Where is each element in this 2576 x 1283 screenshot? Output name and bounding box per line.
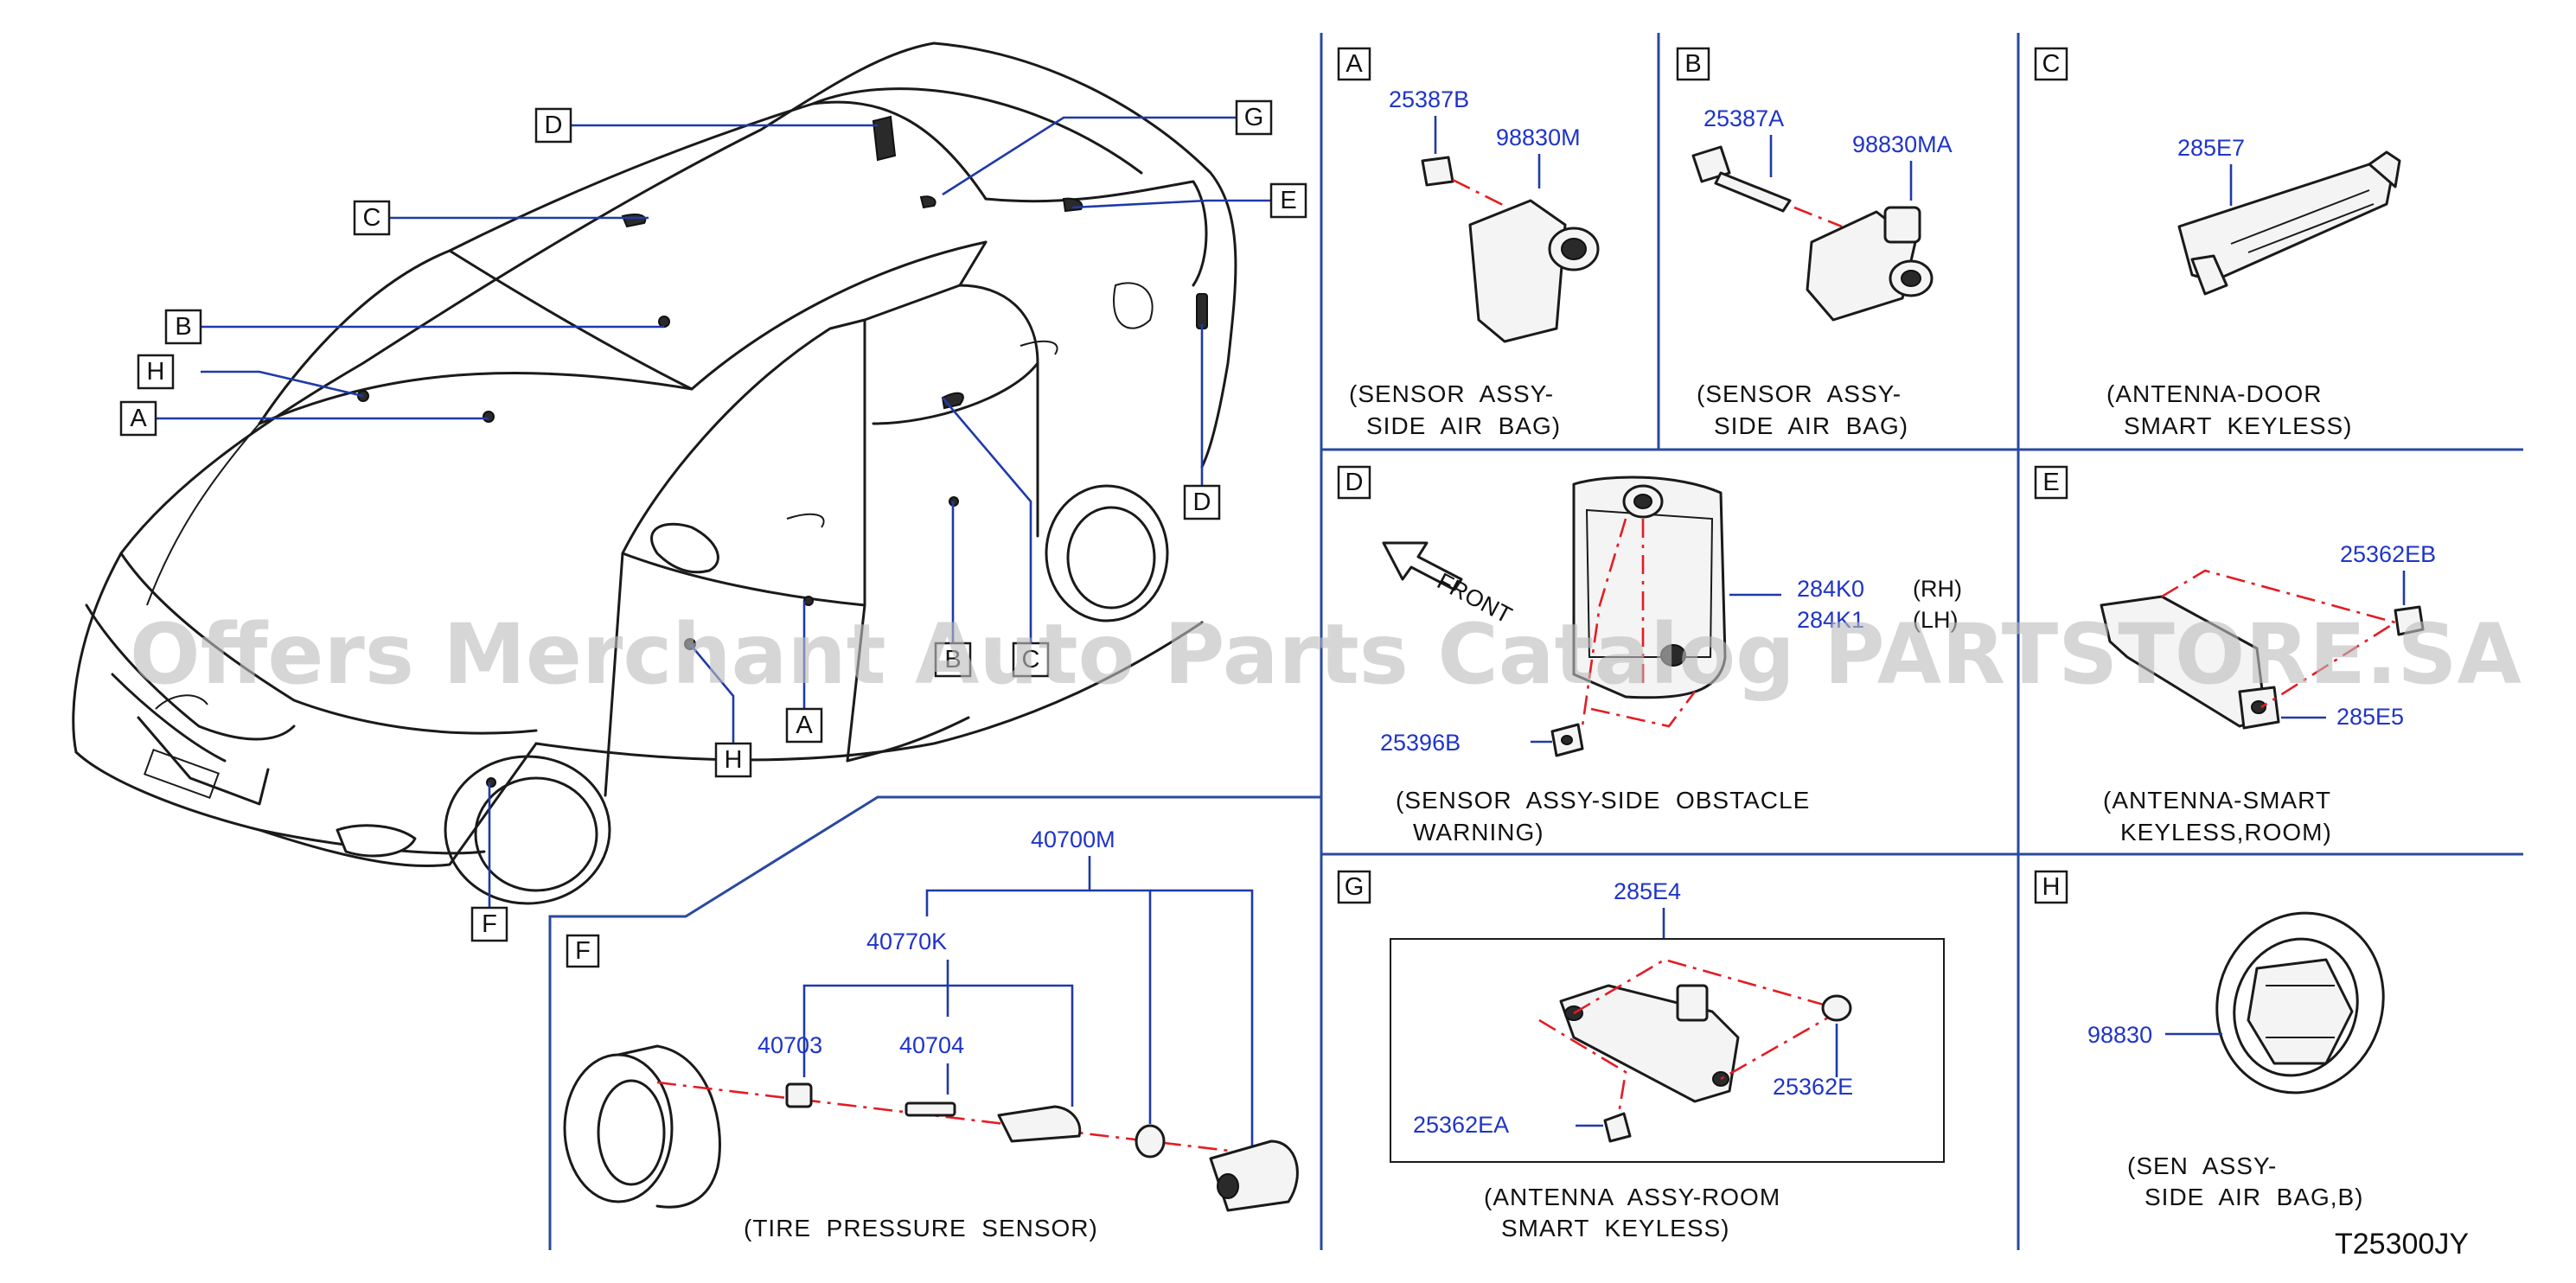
part-number-40703: 40703 (757, 1032, 822, 1058)
part-number-25362ea: 25362EA (1413, 1112, 1509, 1138)
watermark-text: Offers Merchant Auto Parts Catalog PARTS… (130, 606, 2522, 703)
part-number-25362eb: 25362EB (2340, 541, 2436, 567)
panel-grid (548, 33, 2523, 1250)
panel-b-caption-2: SIDE AIR BAG) (1714, 412, 1908, 439)
svg-text:E: E (1280, 187, 1296, 214)
side-rh: (RH) (1913, 576, 1962, 602)
panel-e-letter: E (2042, 469, 2059, 496)
callout-box-g: G (1235, 99, 1273, 136)
part-number-285e7: 285E7 (2177, 135, 2245, 161)
svg-text:B: B (944, 646, 961, 673)
panel-h-caption-2: SIDE AIR BAG,B) (2145, 1184, 2364, 1210)
part-number-40770k: 40770K (866, 929, 947, 954)
panel-g-caption-2: SMART KEYLESS) (1501, 1215, 1730, 1242)
panel-g: G 285E4 25362E 25362EA (ANTENNA ASSY-ROO… (1337, 870, 1945, 1242)
callout-box-f: F (470, 906, 508, 942)
panel-g-letter: G (1345, 873, 1365, 901)
panel-f-letter: F (575, 937, 591, 965)
front-arrow-icon (1382, 541, 1463, 591)
diagram-code: T25300JY (2335, 1228, 2469, 1261)
svg-text:A: A (130, 405, 147, 432)
callout-box-a: A (119, 400, 157, 437)
panel-b: B 25387A 98830MA (SENSOR ASSY- SIDE AIR … (1676, 47, 1953, 439)
callout-box-c: C (353, 200, 391, 236)
part-number-284k0: 284K0 (1797, 576, 1864, 602)
panel-c-caption-2: SMART KEYLESS) (2124, 412, 2353, 439)
panel-d: D FRONT 25396B 284K0 284K1 (RH) (LH) (SE… (1337, 465, 1962, 846)
car-leader-lines (156, 116, 1271, 908)
panel-c-caption-1: (ANTENNA-DOOR (2106, 380, 2322, 407)
panel-a-caption-1: (SENSOR ASSY- (1349, 380, 1554, 407)
callout-box-d-right: D (1183, 484, 1221, 520)
panel-h-caption-1: (SEN ASSY- (2127, 1152, 2277, 1179)
car-callouts: D G C E B H A D B C A H F (119, 99, 1307, 942)
panel-c-letter: C (2042, 50, 2061, 78)
callout-box-h: H (137, 354, 175, 390)
panel-d-caption-1: (SENSOR ASSY-SIDE OBSTACLE (1396, 787, 1810, 814)
part-number-25387a: 25387A (1703, 105, 1784, 131)
panel-e: E 25362EB 285E5 (ANTENNA-SMART KEYLESS,R… (2034, 465, 2436, 846)
callout-box-d-top: D (534, 107, 572, 144)
callout-box-e: E (1269, 182, 1307, 219)
part-number-285e4: 285E4 (1614, 878, 1681, 904)
panel-b-caption-1: (SENSOR ASSY- (1697, 380, 1902, 407)
side-lh: (LH) (1913, 607, 1959, 633)
callout-box-h-low: H (714, 742, 752, 778)
svg-text:B: B (175, 313, 191, 341)
svg-text:H: H (725, 746, 743, 774)
panel-a-caption-2: SIDE AIR BAG) (1366, 412, 1561, 439)
svg-text:H: H (147, 358, 165, 386)
part-number-25387b: 25387B (1389, 86, 1469, 112)
panel-h: H 98830 (SEN ASSY- SIDE AIR BAG,B) (2034, 870, 2385, 1210)
panel-h-letter: H (2042, 873, 2061, 901)
car-overview (72, 41, 1237, 905)
panel-b-letter: B (1684, 50, 1701, 78)
svg-text:D: D (545, 112, 563, 139)
svg-text:F: F (482, 910, 497, 938)
panel-d-caption-2: WARNING) (1413, 819, 1544, 846)
part-number-285e5: 285E5 (2336, 704, 2404, 730)
panel-e-caption-1: (ANTENNA-SMART (2103, 787, 2331, 814)
panel-a: A 25387B 98830M (SENSOR ASSY- SIDE AIR B… (1337, 47, 1600, 439)
part-number-284k1: 284K1 (1797, 607, 1864, 633)
callout-box-b: B (164, 309, 202, 345)
callout-box-c-low: C (1012, 642, 1050, 678)
panel-a-letter: A (1346, 50, 1363, 78)
part-number-98830ma: 98830MA (1852, 131, 1953, 157)
panel-e-caption-2: KEYLESS,ROOM) (2120, 819, 2332, 846)
callout-box-b-low: B (934, 642, 972, 678)
part-number-98830: 98830 (2087, 1022, 2152, 1048)
svg-text:A: A (796, 712, 813, 739)
part-number-40704: 40704 (899, 1032, 964, 1058)
svg-text:C: C (363, 204, 381, 232)
svg-text:D: D (1193, 488, 1211, 516)
callout-box-a-low: A (785, 707, 823, 744)
panel-d-letter: D (1346, 469, 1364, 496)
part-number-25396b: 25396B (1380, 730, 1461, 756)
part-number-40700m: 40700M (1031, 827, 1115, 852)
panel-g-caption-1: (ANTENNA ASSY-ROOM (1484, 1184, 1780, 1210)
part-number-98830m: 98830M (1496, 124, 1581, 150)
part-number-25362e: 25362E (1773, 1074, 1853, 1100)
svg-text:C: C (1022, 646, 1040, 673)
panel-c: C 285E7 (ANTENNA-DOOR SMART KEYLESS) (2034, 47, 2401, 439)
panel-f-caption: (TIRE PRESSURE SENSOR) (744, 1215, 1098, 1242)
panel-f: F 40700M 40770K 40703 40704 (TIRE PRESSU… (563, 827, 1299, 1242)
svg-text:G: G (1244, 104, 1264, 131)
